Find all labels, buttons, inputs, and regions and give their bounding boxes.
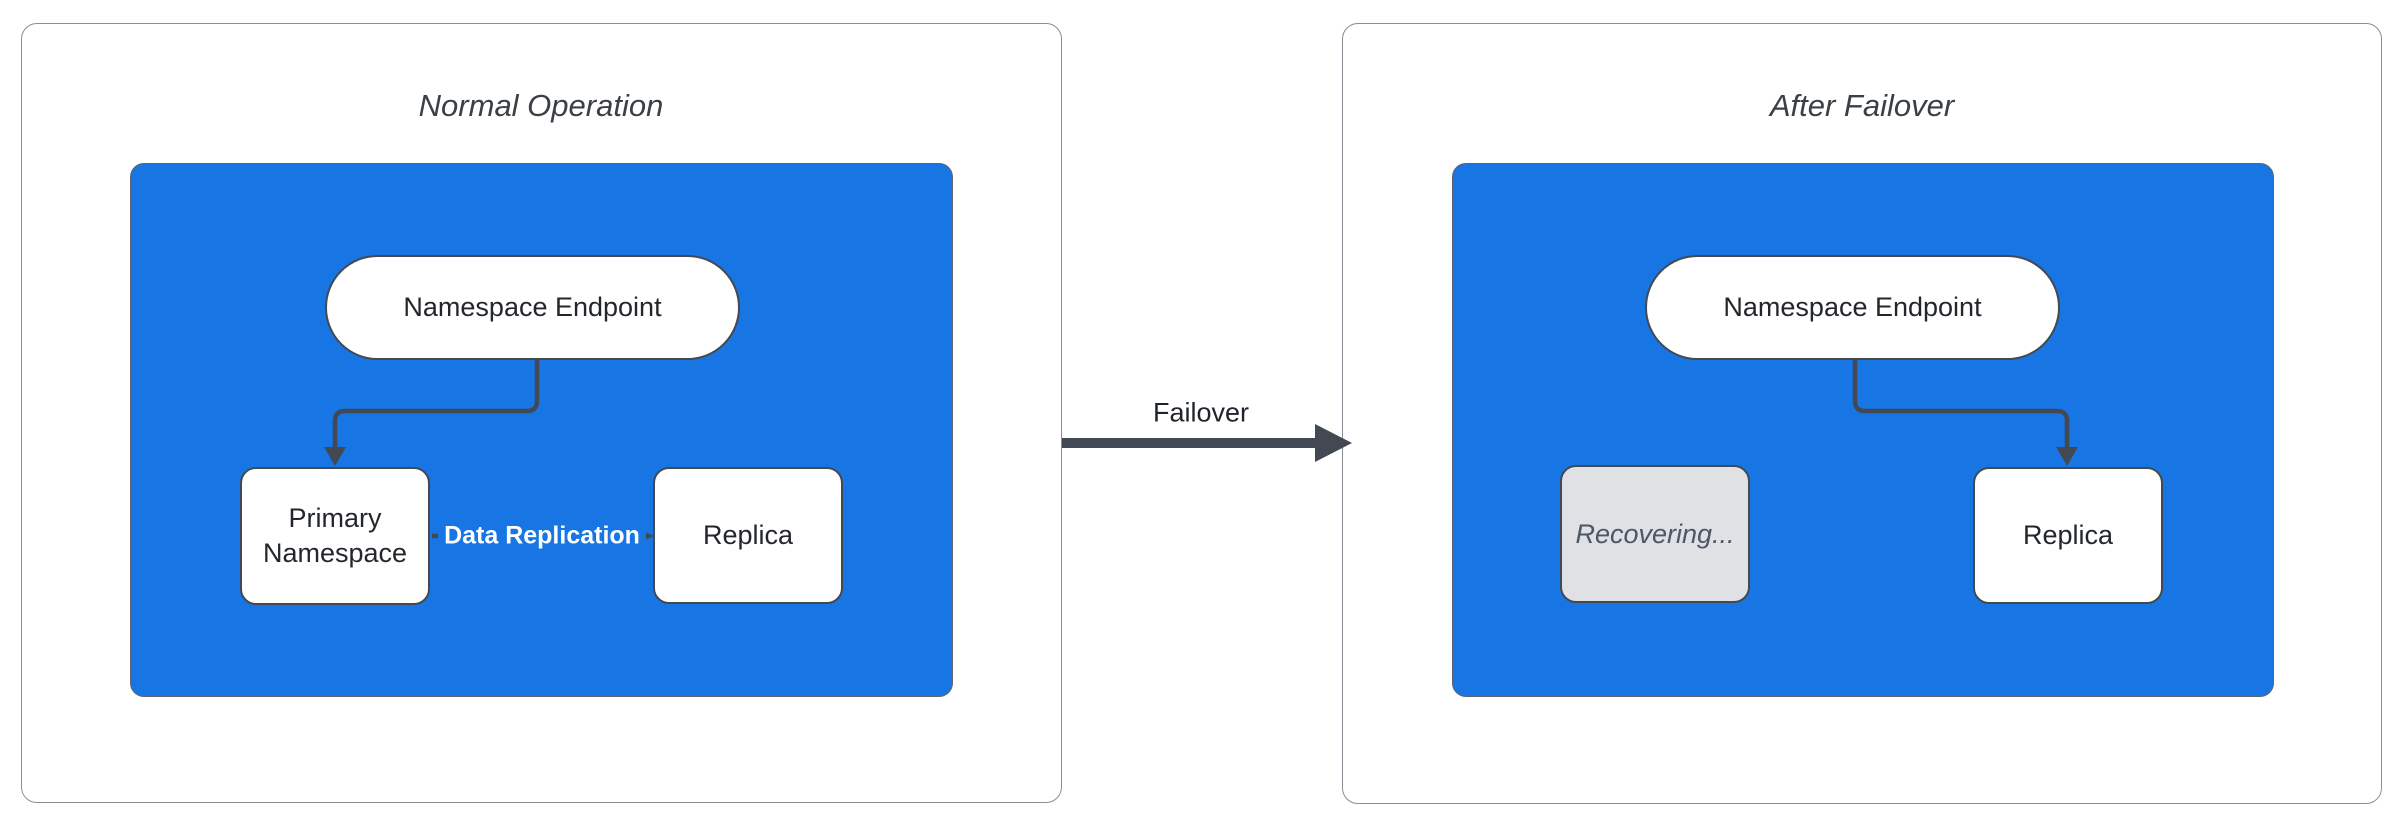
namespace-endpoint-node-failover: Namespace Endpoint (1645, 255, 2060, 360)
failover-label: Failover (1152, 397, 1250, 428)
namespace-container-normal (130, 163, 953, 697)
primary-namespace-node: Primary Namespace (240, 467, 430, 605)
namespace-container-failover (1452, 163, 2274, 697)
failover-arrow (1062, 424, 1352, 462)
namespace-endpoint-node-normal: Namespace Endpoint (325, 255, 740, 360)
recovering-node: Recovering... (1560, 465, 1750, 603)
data-replication-label: Data Replication (438, 519, 646, 553)
panel-title-after-failover: After Failover (1769, 88, 1955, 123)
panel-title-normal-operation: Normal Operation (418, 88, 664, 123)
replica-node-normal: Replica (653, 467, 843, 604)
replica-node-failover: Replica (1973, 467, 2163, 604)
